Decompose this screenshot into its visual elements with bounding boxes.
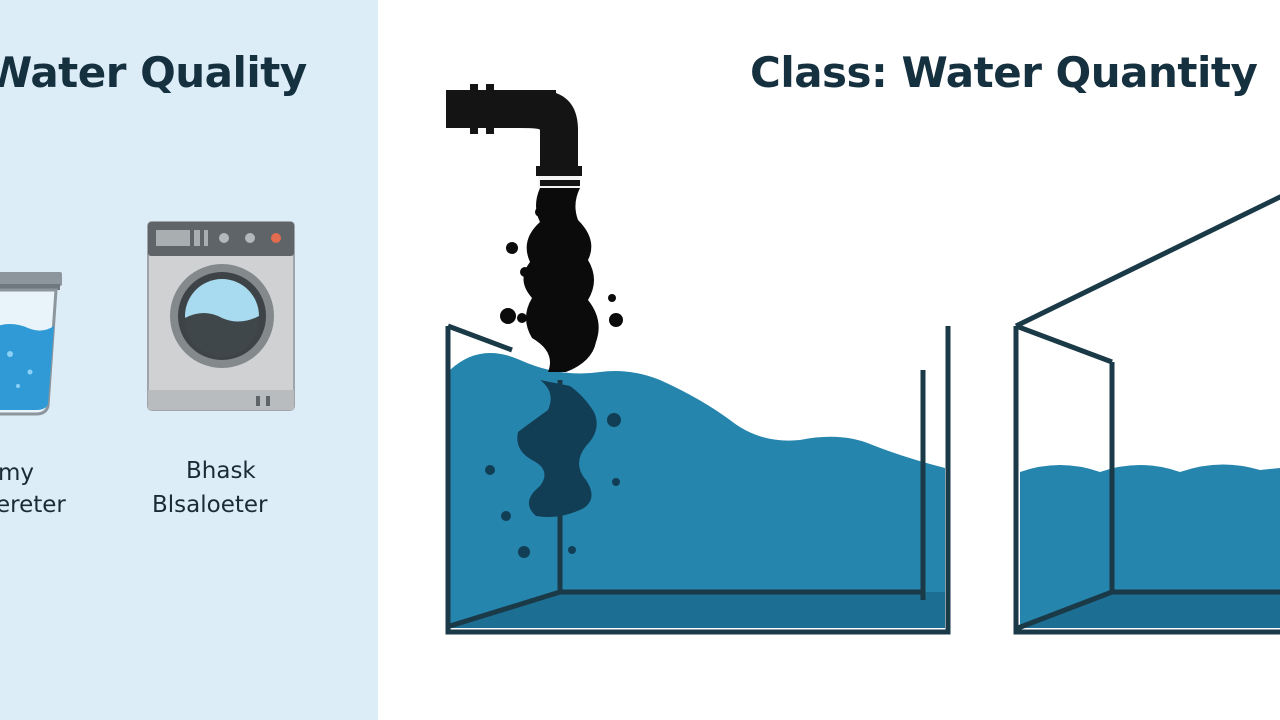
item1-caption-line2: ereter bbox=[0, 492, 66, 518]
pollutant-stream bbox=[500, 188, 623, 372]
water-glass-icon bbox=[0, 272, 62, 416]
item2-caption-line2: Blsaloeter bbox=[152, 492, 268, 518]
water-quantity-title: Class: Water Quantity bbox=[750, 48, 1258, 97]
water-quality-panel: Water Quality my ereter Bhask Blsaloeter bbox=[0, 0, 378, 720]
tank1-water bbox=[450, 352, 945, 628]
item2-caption-line1: Bhask bbox=[186, 458, 256, 484]
item1-caption-line1: my bbox=[0, 460, 35, 486]
pipe-icon bbox=[446, 84, 582, 188]
water-quality-title: Water Quality bbox=[0, 48, 307, 97]
pollutant-plume bbox=[485, 380, 621, 558]
tank2-water bbox=[1020, 464, 1280, 628]
washing-machine-icon bbox=[147, 221, 295, 411]
water-tanks-diagram bbox=[445, 84, 1280, 635]
tank2-outline bbox=[1013, 194, 1280, 635]
